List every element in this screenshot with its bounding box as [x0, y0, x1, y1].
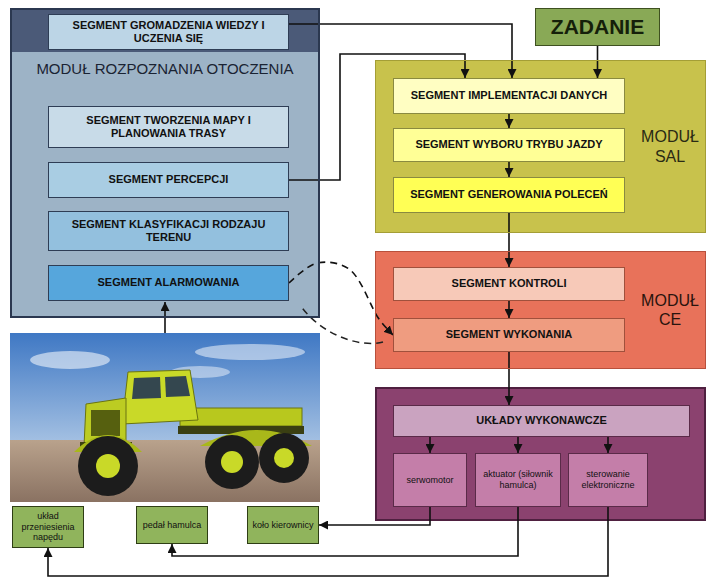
module-fill — [10, 8, 320, 318]
node-label: SEGMENT PERCEPCJI — [54, 173, 283, 186]
segment-box: SEGMENT ALARMOWANIA — [48, 265, 289, 301]
flow-arrow — [172, 507, 518, 556]
segment-box: SEGMENT WYKONANIA — [393, 318, 625, 352]
module-fill — [375, 251, 706, 369]
node-label: MODUŁ CE — [638, 291, 702, 329]
segment-box: SEGMENT GENEROWANIA POLECEŃ — [393, 177, 625, 213]
node-label: ZADANIE — [541, 14, 654, 39]
node-label: sterowanie elektroniczne — [572, 469, 644, 491]
node-label: MODUŁ SAL — [638, 127, 702, 165]
executor-panel — [376, 388, 705, 520]
segment-box: SEGMENT WYBORU TRYBU JAZDY — [393, 128, 625, 162]
flow-arrow — [48, 507, 608, 576]
actuator-box: aktuator (siłownik hamulca) — [475, 453, 561, 507]
node-label: SEGMENT GROMADZENIA WIEDZY I UCZENIA SIĘ — [54, 19, 283, 45]
flow-arrow — [508, 352, 510, 405]
node-label: pedał hamulca — [140, 520, 204, 531]
task-box: ZADANIE — [535, 8, 660, 46]
flow-arrow — [289, 262, 393, 335]
node-label: układ przeniesienia napędu — [16, 511, 80, 543]
dashed-loop — [300, 305, 383, 343]
segment-box: SEGMENT KONTROLI — [393, 267, 625, 301]
vehicle-control-box: układ przeniesienia napędu — [12, 506, 84, 548]
executor-box: UKŁADY WYKONAWCZE — [393, 405, 690, 437]
segment-box: SEGMENT PERCEPCJI — [48, 162, 289, 198]
segment-box: SEGMENT IMPLEMENTACJI DANYCH — [393, 78, 625, 114]
node-label: SEGMENT WYKONANIA — [399, 328, 619, 341]
node-label: UKŁADY WYKONAWCZE — [399, 414, 684, 427]
flow-arrow — [289, 24, 512, 78]
node-label: SEGMENT ALARMOWANIA — [54, 276, 283, 289]
flow-arrow — [508, 162, 510, 177]
segment-box: SEGMENT KLASYFIKACJI RODZAJU TERENU — [48, 211, 289, 251]
module-panel: MODUŁ ROZPOZNANIA OTOCZENIA SEGMENT GROMA… — [10, 8, 320, 318]
flow-arrow — [597, 46, 599, 78]
node-label: SEGMENT KONTROLI — [399, 277, 619, 290]
flow-arrow — [508, 213, 510, 267]
node-label: SEGMENT GENEROWANIA POLECEŃ — [399, 188, 619, 201]
node-label: SEGMENT IMPLEMENTACJI DANYCH — [399, 89, 619, 102]
actuator-box: sterowanie elektroniczne — [568, 453, 648, 507]
node-label: koło kierownicy — [251, 520, 315, 531]
module-panel: MODUŁ CE SEGMENT KONTROLI SEGMENT WYKONANI… — [375, 251, 706, 369]
module-panel: MODUŁ SAL SEGMENT IMPLEMENTACJI DANYCH SEG… — [375, 60, 706, 233]
flow-arrow — [429, 437, 431, 453]
actuator-box: serwomotor — [393, 453, 467, 507]
node-label: aktuator (siłownik hamulca) — [479, 469, 557, 491]
module-fill — [375, 60, 706, 233]
truck-photo — [10, 333, 320, 502]
flow-arrow — [607, 437, 609, 453]
node-label: SEGMENT TWORZENIA MAPY I PLANOWANIA TRAS… — [54, 114, 283, 140]
node-label: MODUŁ ROZPOZNANIA OTOCZENIA — [12, 60, 318, 78]
flow-arrow — [517, 437, 519, 453]
vehicle-control-box: pedał hamulca — [136, 506, 208, 544]
module-band — [10, 8, 320, 52]
segment-box: SEGMENT TWORZENIA MAPY I PLANOWANIA TRAS… — [48, 106, 289, 148]
vehicle-control-box: koło kierownicy — [247, 506, 319, 544]
flow-arrow — [508, 301, 510, 318]
node-label: SEGMENT KLASYFIKACJI RODZAJU TERENU — [54, 218, 283, 244]
flow-arrow — [319, 507, 430, 525]
node-label: SEGMENT WYBORU TRYBU JAZDY — [399, 138, 619, 151]
node-label: serwomotor — [397, 475, 463, 486]
segment-box: SEGMENT GROMADZENIA WIEDZY I UCZENIA SIĘ — [48, 14, 289, 50]
flow-arrow — [508, 114, 510, 128]
